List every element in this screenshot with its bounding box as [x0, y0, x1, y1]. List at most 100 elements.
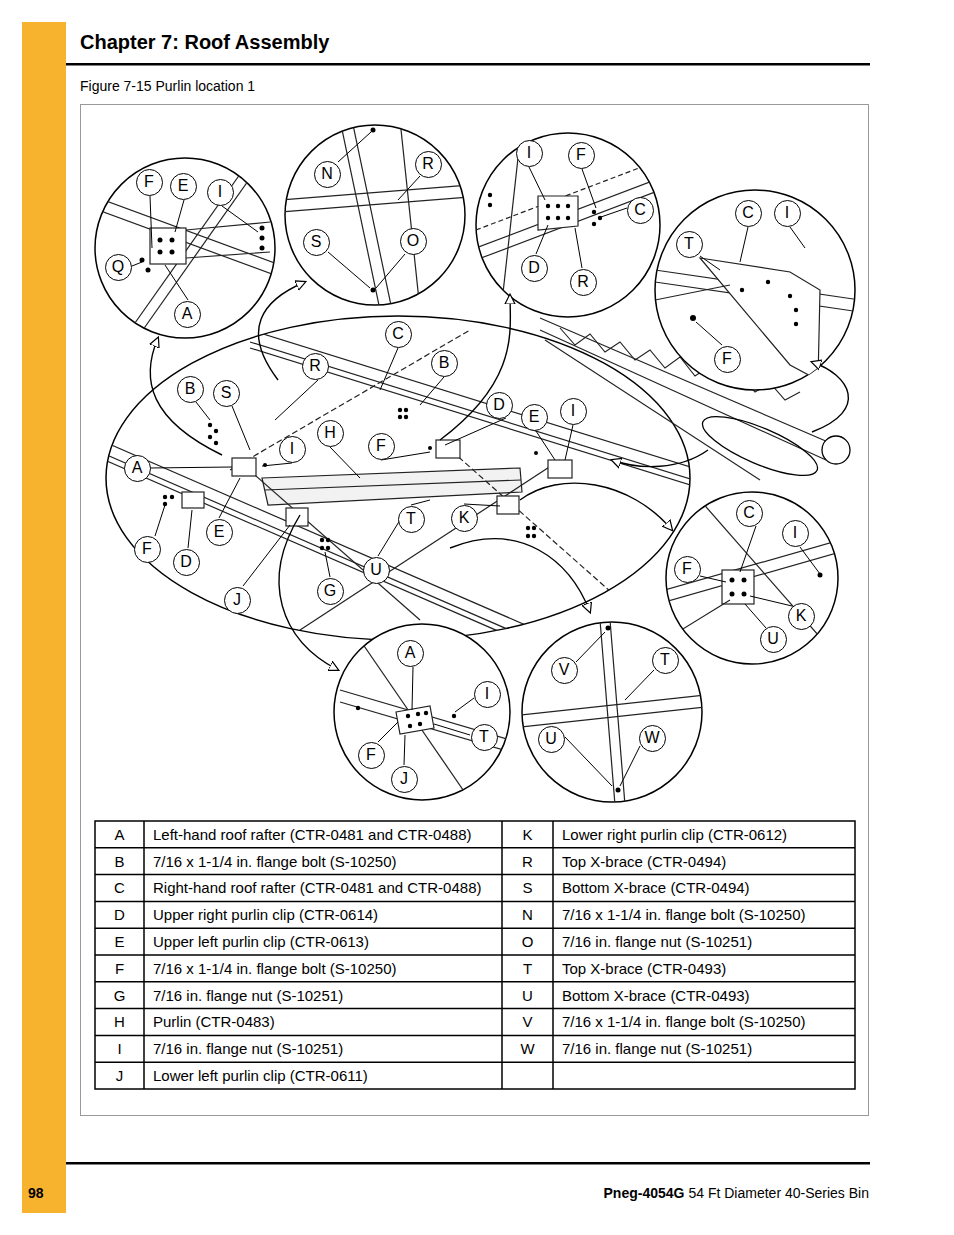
page-title: Chapter 7: Roof Assembly: [80, 31, 329, 54]
table-key: H: [95, 1010, 144, 1035]
table-description: 7/16 in. flange nut (S-10251): [562, 1036, 851, 1061]
callout-letter: T: [398, 506, 425, 533]
detail-view: [334, 624, 510, 800]
callout-letter: V: [551, 657, 578, 684]
callout-letter: N: [314, 161, 341, 188]
callout-letter: E: [521, 404, 548, 431]
callout-letter: F: [368, 433, 395, 460]
callout-letter: H: [317, 420, 344, 447]
callout-letter: I: [474, 681, 501, 708]
callout-letter: O: [400, 228, 427, 255]
callout-letter: G: [317, 578, 344, 605]
table-description: Lower right purlin clip (CTR-0612): [562, 822, 851, 847]
callout-letter: R: [302, 353, 329, 380]
callout-letter: J: [391, 766, 418, 793]
table-description: Left-hand roof rafter (CTR-0481 and CTR-…: [153, 822, 498, 847]
callout-letter: A: [124, 455, 151, 482]
table-key: S: [502, 876, 553, 901]
table-description: 7/16 x 1-1/4 in. flange bolt (S-10250): [562, 1010, 851, 1035]
table-key: K: [502, 822, 553, 847]
callout-letter: C: [735, 200, 762, 227]
callout-letter: T: [471, 724, 498, 751]
table-description: 7/16 x 1-1/4 in. flange bolt (S-10250): [153, 849, 498, 874]
table-description: Purlin (CTR-0483): [153, 1010, 498, 1035]
callout-letter: S: [303, 229, 330, 256]
detail-view: [476, 133, 660, 320]
callout-letter: D: [173, 549, 200, 576]
table-key: B: [95, 849, 144, 874]
table-description: Top X-brace (CTR-0493): [562, 956, 851, 981]
table-key: V: [502, 1010, 553, 1035]
callout-letter: T: [676, 231, 703, 258]
callout-letter: C: [385, 321, 412, 348]
document-code: Pneg-4054G: [604, 1185, 685, 1201]
callout-letter: W: [639, 725, 666, 752]
figure-caption: Figure 7-15 Purlin location 1: [80, 78, 255, 94]
table-key: W: [502, 1036, 553, 1061]
callout-letter: I: [279, 436, 306, 463]
callout-letter: J: [224, 587, 251, 614]
detail-view: [655, 190, 860, 390]
table-description: Bottom X-brace (CTR-0494): [562, 876, 851, 901]
callout-letter: E: [170, 173, 197, 200]
table-description: 7/16 in. flange nut (S-10251): [153, 983, 498, 1008]
callout-letter: R: [415, 151, 442, 178]
document-title: 54 Ft Diameter 40-Series Bin: [688, 1185, 869, 1201]
callout-letter: F: [136, 169, 163, 196]
table-key: E: [95, 929, 144, 954]
table-key: I: [95, 1036, 144, 1061]
callout-letter: C: [627, 197, 654, 224]
table-key: N: [502, 902, 553, 927]
table-key: R: [502, 849, 553, 874]
callout-letter: S: [213, 380, 240, 407]
main-assembly: [100, 316, 700, 658]
callout-letter: F: [134, 536, 161, 563]
callout-letter: C: [736, 500, 763, 527]
callout-letter: E: [206, 519, 233, 546]
callout-letter: I: [774, 200, 801, 227]
table-key: G: [95, 983, 144, 1008]
callout-letter: U: [363, 557, 390, 584]
table-description: 7/16 in. flange nut (S-10251): [562, 929, 851, 954]
table-description: Upper left purlin clip (CTR-0613): [153, 929, 498, 954]
page-number: 98: [28, 1185, 44, 1201]
callout-letter: F: [568, 142, 595, 169]
callout-letter: I: [516, 140, 543, 167]
callout-letter: B: [431, 350, 458, 377]
side-band: [22, 22, 66, 1213]
callout-letter: I: [207, 179, 234, 206]
table-description: Right-hand roof rafter (CTR-0481 and CTR…: [153, 876, 498, 901]
callout-letter: A: [397, 640, 424, 667]
callout-letter: U: [760, 626, 787, 653]
table-description: 7/16 x 1-1/4 in. flange bolt (S-10250): [562, 902, 851, 927]
callout-letter: D: [521, 255, 548, 282]
table-description: 7/16 in. flange nut (S-10251): [153, 1036, 498, 1061]
callout-letter: F: [358, 742, 385, 769]
callout-letter: D: [486, 392, 513, 419]
detail-view: [280, 120, 470, 310]
parts-table-grid: [95, 821, 855, 1089]
callout-letter: A: [174, 301, 201, 328]
callout-letter: T: [652, 647, 679, 674]
table-key: O: [502, 929, 553, 954]
table-description: Bottom X-brace (CTR-0493): [562, 983, 851, 1008]
table-key: T: [502, 956, 553, 981]
callout-letter: K: [788, 603, 815, 630]
callout-letter: I: [782, 520, 809, 547]
detail-view: [520, 620, 705, 805]
table-key: A: [95, 822, 144, 847]
detail-arrow: [150, 282, 848, 670]
table-key: J: [95, 1063, 144, 1088]
callout-letter: U: [538, 726, 565, 753]
callout-letter: B: [177, 376, 204, 403]
table-key: C: [95, 876, 144, 901]
table-key: D: [95, 902, 144, 927]
detail-view: [665, 492, 840, 664]
callout-letter: R: [570, 269, 597, 296]
detail-view: [90, 158, 280, 338]
callout-letter: Q: [105, 254, 132, 281]
callout-letter: F: [714, 346, 741, 373]
table-key: F: [95, 956, 144, 981]
table-description: 7/16 x 1-1/4 in. flange bolt (S-10250): [153, 956, 498, 981]
